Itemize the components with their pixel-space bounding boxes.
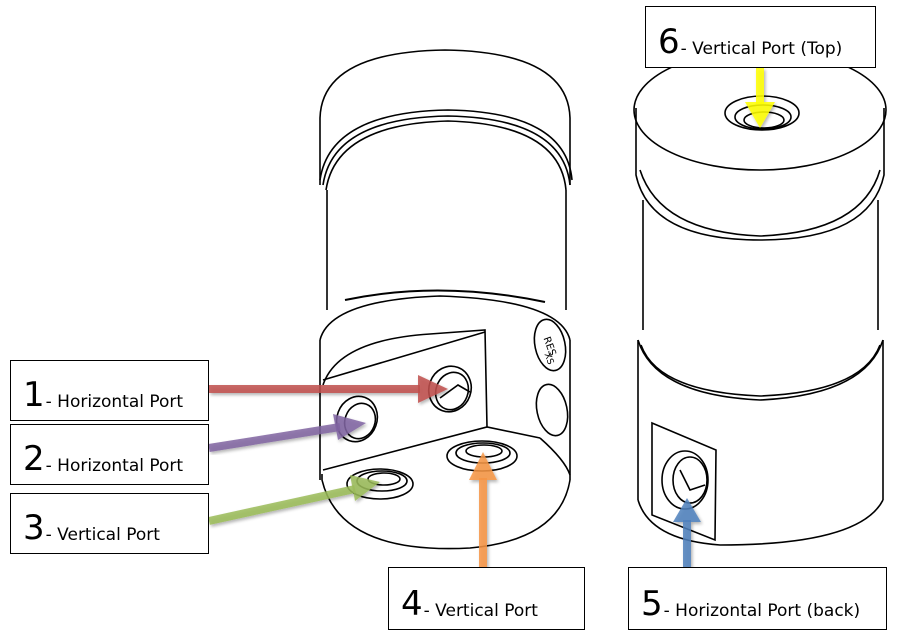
- label-port-4: 4- Vertical Port: [388, 567, 585, 630]
- arrow-6: [745, 68, 775, 128]
- label-port-2: 2- Horizontal Port: [10, 424, 209, 485]
- label-text: - Horizontal Port (back): [663, 601, 861, 621]
- engraving-text: XS: [542, 352, 556, 367]
- label-text: - Horizontal Port: [45, 456, 184, 476]
- label-text: - Vertical Port: [423, 601, 538, 621]
- label-port-6: 6- Vertical Port (Top): [645, 6, 876, 68]
- label-number: 1: [23, 375, 45, 415]
- label-text: - Vertical Port: [45, 525, 160, 545]
- label-number: 2: [23, 439, 45, 479]
- label-text: - Vertical Port (Top): [680, 39, 843, 59]
- engraving-medallion: [533, 318, 567, 372]
- label-number: 4: [401, 584, 423, 624]
- label-number: 3: [23, 508, 45, 548]
- arrow-3: [208, 475, 380, 525]
- right-cylinder-view: [633, 49, 887, 546]
- arrow-1: [209, 375, 448, 403]
- engraving-medallion: [535, 383, 569, 437]
- label-port-3: 3- Vertical Port: [10, 493, 209, 554]
- label-number: 5: [641, 584, 663, 624]
- label-number: 6: [658, 22, 680, 62]
- arrow-2: [208, 414, 366, 452]
- left-top-cap-edge: [319, 49, 571, 119]
- label-port-1: 1- Horizontal Port: [10, 360, 209, 421]
- label-port-5: 5- Horizontal Port (back): [628, 567, 887, 630]
- arrow-5: [673, 498, 701, 567]
- label-text: - Horizontal Port: [45, 392, 184, 412]
- arrow-4: [469, 452, 497, 567]
- left-cylinder-view: [319, 49, 573, 550]
